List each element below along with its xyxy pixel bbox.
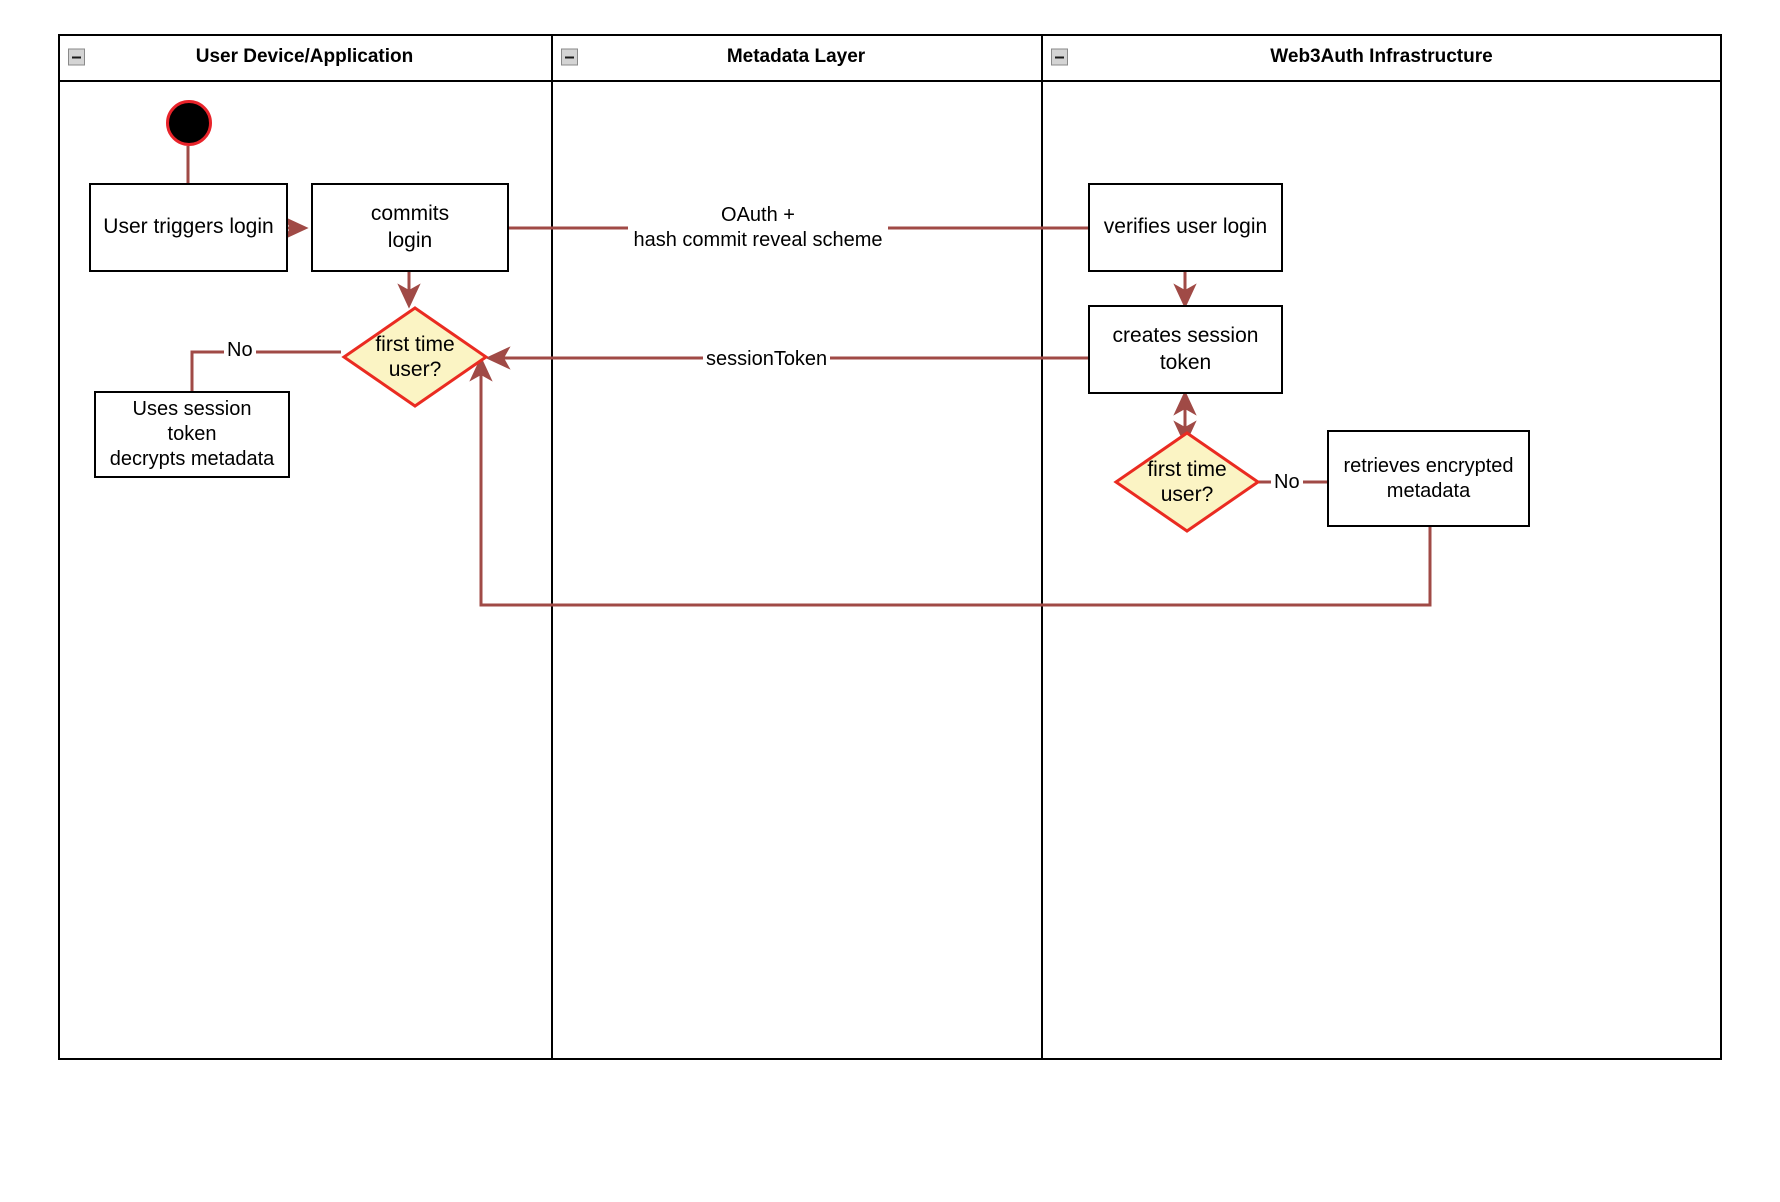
- start-node[interactable]: [166, 100, 212, 146]
- edge-label-no-left: No: [224, 338, 256, 363]
- node-verifies-user-login[interactable]: verifies user login: [1088, 183, 1283, 272]
- minus-icon[interactable]: [68, 48, 85, 66]
- node-first-time-user-left[interactable]: first time user?: [341, 305, 489, 409]
- node-commits-login[interactable]: commits login: [311, 183, 509, 272]
- lane-header-web3auth[interactable]: Web3Auth Infrastructure: [1041, 34, 1722, 82]
- node-label: first time user?: [1147, 457, 1227, 506]
- swimlane-pool: [58, 34, 1722, 1060]
- node-label: first time user?: [375, 332, 455, 381]
- diamond-shape: [1113, 431, 1261, 533]
- node-uses-session-token[interactable]: Uses session token decrypts metadata: [94, 391, 290, 478]
- lane-divider-web3auth: [1041, 34, 1043, 1060]
- edge-label-oauth: OAuth + hash commit reveal scheme: [628, 203, 888, 253]
- node-first-time-user-right[interactable]: first time user?: [1113, 430, 1261, 534]
- lane-title-web3auth: Web3Auth Infrastructure: [1270, 46, 1493, 67]
- edge-label-no-right: No: [1271, 470, 1303, 495]
- edge-label-oauth-line2: hash commit reveal scheme: [633, 229, 883, 251]
- minus-icon[interactable]: [561, 48, 578, 66]
- edge-label-session-token: sessionToken: [703, 347, 831, 372]
- node-retrieves-encrypted-metadata[interactable]: retrieves encrypted metadata: [1327, 430, 1530, 527]
- lane-divider-metadata: [551, 34, 553, 1060]
- minus-icon[interactable]: [1051, 48, 1068, 66]
- lane-title-metadata-layer: Metadata Layer: [726, 46, 866, 67]
- edge-label-oauth-line1: OAuth +: [721, 204, 795, 226]
- node-creates-session-token[interactable]: creates session token: [1088, 305, 1283, 394]
- node-user-triggers-login[interactable]: User triggers login: [89, 183, 288, 272]
- lane-title-user-device: User Device/Application: [195, 46, 414, 67]
- lane-header-metadata-layer[interactable]: Metadata Layer: [551, 34, 1041, 82]
- lane-header-user-device[interactable]: User Device/Application: [58, 34, 551, 82]
- diamond-shape: [341, 306, 489, 408]
